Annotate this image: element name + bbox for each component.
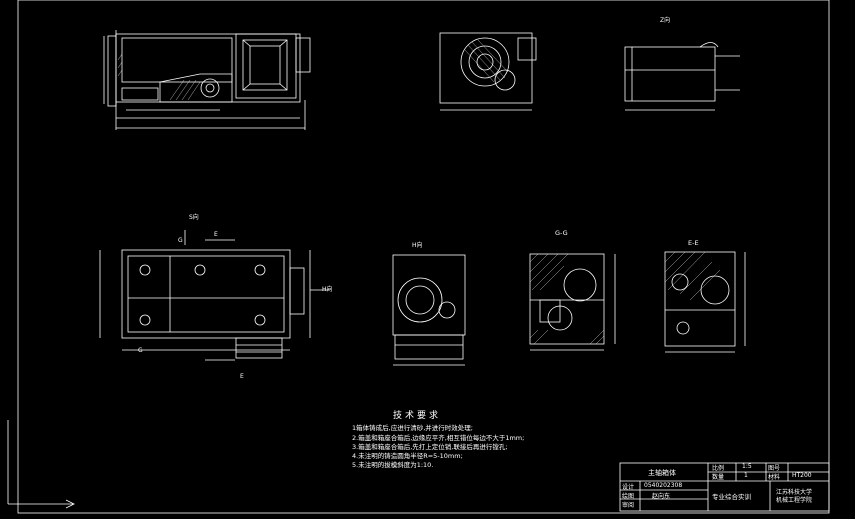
section-gg-hatch (529, 253, 605, 345)
h-direction-label: H向 (322, 285, 333, 293)
note-line: 5.未注明的拔模斜度为1:10. (352, 461, 434, 470)
section-mark-e-top: E (214, 231, 218, 238)
school-line2: 机械工程学院 (776, 497, 813, 504)
ucs-axis-icon (7, 420, 75, 509)
draw-label: 绘图 (622, 493, 635, 500)
section-mark-g-bottom: G (138, 347, 143, 354)
course-name: 专业综合实训 (712, 493, 751, 501)
note-line: 2.箱盖和箱座合箱后,边缘应平齐,相互错位每边不大于1mm; (352, 433, 525, 442)
section-mark-g-top: G (178, 237, 183, 244)
top-view-hatch (117, 53, 201, 101)
section-ee-label: E-E (688, 239, 699, 247)
design-label: 设计 (622, 484, 635, 491)
scale-value: 1:5 (742, 463, 752, 470)
title-block-grid (619, 462, 830, 512)
review-label: 审阅 (622, 502, 635, 509)
scale-label: 比例 (712, 465, 725, 472)
part-name: 主轴箱体 (648, 469, 676, 477)
school-line1: 江苏科技大学 (776, 489, 813, 496)
note-line: 4.未注明的铸造圆角半径R=5-10mm; (352, 452, 463, 461)
z-view (624, 42, 740, 111)
end-view-top (439, 32, 537, 111)
title-block: 主轴箱体 比例 1:5 图号 数量 1 材料 HT200 设计 05402023… (620, 463, 829, 511)
design-value: 0540202308 (644, 482, 683, 489)
h-view (392, 254, 466, 366)
section-ee-hatch (664, 251, 721, 301)
top-view (103, 30, 311, 130)
h-view-label: H向 (412, 241, 423, 249)
note-line: 3.箱盖和箱座合箱后,先打上定位销,联接后再进行镗孔; (352, 442, 508, 451)
qty-label: 数量 (712, 474, 725, 481)
section-ee (664, 251, 746, 353)
z-view-label: Z向 (660, 16, 670, 24)
note-line: 1箱体铸成后,应进行清砂,并进行时效处理; (352, 424, 473, 433)
section-gg (529, 253, 616, 351)
end-view-top-hatch (464, 39, 509, 83)
technical-requirements: 技术要求 1箱体铸成后,应进行清砂,并进行时效处理; 2.箱盖和箱座合箱后,边缘… (352, 411, 602, 471)
s-direction-label: S向 (189, 213, 199, 221)
section-gg-label: G-G (555, 229, 568, 237)
qty-value: 1 (744, 472, 748, 479)
draw-value: 赵向东 (652, 493, 671, 500)
drawing-frame (17, 0, 830, 514)
drawing-no-label: 图号 (768, 465, 781, 472)
front-view (99, 230, 330, 361)
section-mark-e-bottom: E (240, 373, 244, 380)
material-value: HT200 (792, 472, 812, 479)
technical-requirements-title: 技术要求 (392, 411, 441, 421)
material-label: 材料 (768, 474, 781, 481)
